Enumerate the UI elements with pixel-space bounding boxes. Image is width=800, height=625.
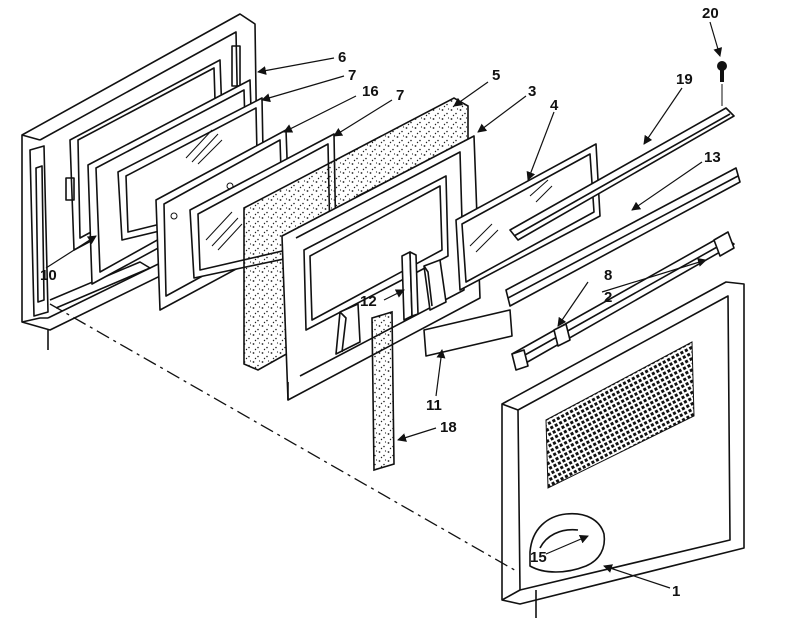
callout-1: 1 [672, 583, 680, 600]
outer-door-panel [501, 281, 745, 618]
callout-11: 11 [426, 397, 442, 414]
vent-trim [505, 167, 741, 307]
filler-strip [423, 309, 513, 357]
door-liner [281, 135, 481, 401]
spacer-brackets [335, 251, 447, 355]
callout-5: 5 [492, 67, 500, 84]
callout-16: 16 [362, 83, 379, 100]
callout-19: 19 [676, 71, 693, 88]
callout-labels: 20 6 7 5 16 7 3 19 4 13 10 8 2 12 11 18 … [40, 5, 721, 600]
callout-13: 13 [704, 149, 721, 166]
callout-4: 4 [550, 97, 559, 114]
callout-18: 18 [440, 419, 457, 436]
side-trim [371, 310, 395, 472]
callout-3: 3 [528, 83, 536, 100]
callout-7b: 7 [396, 87, 404, 104]
callout-15: 15 [530, 549, 547, 566]
leader-lines [45, 21, 723, 589]
callout-12: 12 [360, 293, 377, 310]
callout-2: 2 [604, 289, 612, 306]
outer-glass-panel [455, 143, 601, 291]
callout-6: 6 [338, 49, 346, 66]
alignment-line [49, 303, 519, 573]
screw [717, 61, 727, 106]
top-trim-strip [509, 107, 735, 241]
callout-8: 8 [604, 267, 612, 284]
callout-20: 20 [702, 5, 719, 22]
callout-10: 10 [40, 267, 57, 284]
callout-7a: 7 [348, 67, 356, 84]
